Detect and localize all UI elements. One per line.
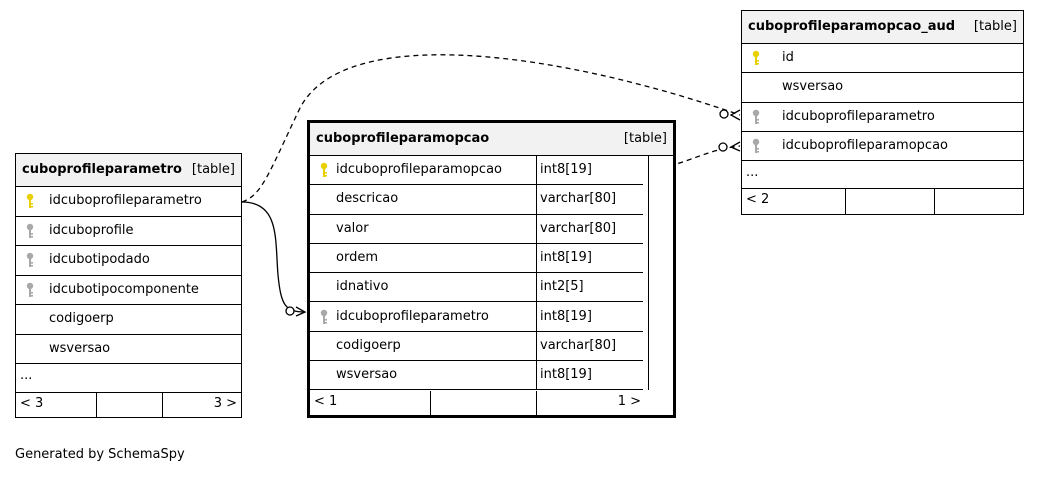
table-kind: [table]: [191, 162, 235, 177]
relationship-crowfoot-marker: [729, 141, 741, 152]
relationship-parametro-aud: [241, 54, 741, 203]
foreign-key-icon: [752, 138, 760, 154]
primary-key-icon: [320, 162, 328, 178]
table-row[interactable]: wsversao: [742, 73, 1023, 103]
table-row[interactable]: idcubotipodado: [16, 246, 241, 276]
parents-count[interactable]: < 2: [746, 192, 770, 207]
relationship-optional-marker: [718, 142, 728, 152]
column-name: wsversao: [782, 79, 844, 95]
children-count[interactable]: 3 >: [213, 396, 237, 411]
table-header: cuboprofileparametro [table]: [16, 154, 241, 187]
table-row[interactable]: codigoerp varchar[80]: [310, 332, 643, 362]
column-name: id: [782, 50, 794, 65]
column-type: varchar[80]: [540, 337, 617, 353]
column-name: idcuboprofileparametro: [49, 193, 202, 208]
column-name: wsversao: [336, 367, 398, 383]
generator-caption: Generated by SchemaSpy: [15, 447, 185, 462]
table-row[interactable]: id: [742, 44, 1023, 74]
column-name: idcuboprofile: [49, 222, 134, 238]
relationship-optional-marker: [719, 109, 729, 119]
foreign-key-icon: [26, 223, 34, 239]
foreign-key-icon: [26, 282, 34, 298]
column-name: ordem: [336, 249, 378, 265]
table-name: cuboprofileparamopcao_aud: [748, 19, 956, 34]
column-type: varchar[80]: [540, 220, 617, 236]
table-row[interactable]: ordem int8[19]: [310, 244, 643, 274]
foreign-key-icon: [26, 252, 34, 268]
column-name: idcubotipodado: [49, 252, 150, 267]
table-row[interactable]: wsversao int8[19]: [310, 361, 643, 391]
primary-key-icon: [752, 50, 760, 66]
column-type: varchar[80]: [540, 191, 617, 207]
foreign-key-icon: [320, 309, 328, 325]
relationship-parametro-opcao: [241, 201, 306, 313]
parents-count[interactable]: < 3: [20, 396, 44, 411]
table-cuboprofileparamopcao[interactable]: cuboprofileparamopcao [table] idcuboprof…: [307, 120, 676, 418]
relationship-crowfoot-marker: [295, 306, 307, 317]
scroll-column-divider: [648, 156, 649, 390]
column-name: wsversao: [49, 340, 111, 356]
table-row[interactable]: idcuboprofile: [16, 217, 241, 246]
table-cuboprofileparamopcao-aud[interactable]: cuboprofileparamopcao_aud [table] id wsve…: [741, 10, 1024, 215]
table-footer: < 1 1 >: [310, 391, 673, 415]
table-header: cuboprofileparamopcao [table]: [310, 123, 673, 156]
column-name: idcuboprofileparamopcao: [782, 137, 948, 153]
column-type: int8[19]: [540, 367, 592, 383]
table-row[interactable]: idcuboprofileparamopcao: [742, 132, 1023, 162]
table-header: cuboprofileparamopcao_aud [table]: [742, 11, 1023, 44]
column-name: codigoerp: [49, 311, 114, 326]
table-row[interactable]: idcuboprofileparametro int8[19]: [310, 303, 643, 332]
parents-count[interactable]: < 1: [314, 394, 338, 409]
column-type: int8[19]: [540, 308, 592, 324]
column-name: idnativo: [336, 279, 389, 295]
table-row[interactable]: valor varchar[80]: [310, 215, 643, 244]
table-footer: < 2: [742, 189, 1023, 214]
more-columns: ...: [16, 364, 241, 393]
table-name: cuboprofileparamopcao: [316, 131, 490, 146]
column-name: descricao: [336, 191, 399, 207]
table-cuboprofileparametro[interactable]: cuboprofileparametro [table] idcuboprofi…: [15, 153, 242, 418]
column-name: codigoerp: [336, 337, 401, 353]
table-row[interactable]: codigoerp: [16, 305, 241, 335]
foreign-key-icon: [752, 109, 760, 125]
more-columns: ...: [742, 161, 1023, 189]
relationship-crowfoot-marker: [729, 109, 741, 121]
column-name: idcubotipocomponente: [49, 281, 199, 297]
column-name: idcuboprofileparametro: [336, 308, 489, 324]
column-type: int2[5]: [540, 279, 584, 295]
table-row[interactable]: idcuboprofileparametro: [16, 187, 241, 217]
table-name: cuboprofileparametro: [22, 162, 182, 177]
table-kind: [table]: [973, 19, 1017, 34]
children-count[interactable]: 1 >: [617, 394, 641, 409]
table-row[interactable]: idnativo int2[5]: [310, 273, 643, 303]
table-row[interactable]: idcuboprofileparametro: [742, 103, 1023, 132]
column-name: idcuboprofileparametro: [782, 108, 935, 124]
column-name: valor: [336, 220, 369, 236]
table-row[interactable]: wsversao: [16, 335, 241, 364]
column-type: int8[19]: [540, 162, 592, 177]
table-row[interactable]: idcubotipocomponente: [16, 276, 241, 305]
table-row[interactable]: idcuboprofileparamopcao int8[19]: [310, 156, 643, 186]
table-row[interactable]: descricao varchar[80]: [310, 185, 643, 215]
column-type: int8[19]: [540, 249, 592, 265]
primary-key-icon: [26, 193, 34, 209]
relationship-optional-marker: [285, 306, 295, 316]
column-name: idcuboprofileparamopcao: [336, 162, 502, 177]
table-footer: < 3 3 >: [16, 393, 241, 417]
table-kind: [table]: [623, 131, 667, 146]
